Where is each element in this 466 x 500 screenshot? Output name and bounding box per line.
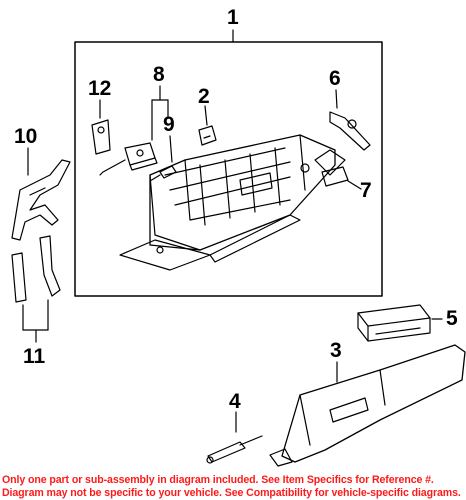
damper-part-6 bbox=[329, 111, 371, 151]
callout-5: 5 bbox=[446, 307, 458, 330]
disclaimer-line-2: Diagram may not be specific to your vehi… bbox=[2, 487, 461, 499]
callout-9: 9 bbox=[163, 113, 175, 136]
switch-part-8 bbox=[99, 142, 158, 176]
callout-1: 1 bbox=[227, 6, 239, 29]
bulb-part-9 bbox=[149, 165, 177, 182]
latch-part-2 bbox=[198, 125, 217, 146]
door-part-3 bbox=[269, 344, 466, 467]
assembly-frame bbox=[74, 41, 383, 297]
clip-part-12 bbox=[91, 119, 111, 155]
callout-6: 6 bbox=[329, 67, 341, 90]
bumper-part-7 bbox=[321, 166, 349, 187]
trim-part-11 bbox=[11, 235, 61, 303]
glove-box-bin bbox=[119, 134, 346, 271]
leader-7 bbox=[347, 180, 362, 190]
callout-7: 7 bbox=[360, 179, 372, 202]
disclaimer-line-1: Only one part or sub-assembly in diagram… bbox=[2, 474, 434, 486]
disclaimer-footer: Only one part or sub-assembly in diagram… bbox=[0, 473, 466, 500]
bracket-part-10 bbox=[11, 159, 71, 241]
callout-12: 12 bbox=[88, 77, 112, 100]
callout-8: 8 bbox=[153, 63, 165, 86]
leader-2 bbox=[204, 105, 208, 126]
callout-3: 3 bbox=[330, 339, 342, 362]
strut-part-4 bbox=[206, 435, 263, 464]
leader-9 bbox=[169, 135, 173, 163]
parts-diagram bbox=[11, 29, 466, 467]
callout-10: 10 bbox=[14, 125, 38, 148]
module-part-5 bbox=[357, 304, 431, 342]
leader-6 bbox=[335, 89, 338, 109]
callout-4: 4 bbox=[229, 390, 241, 413]
callout-2: 2 bbox=[198, 85, 210, 108]
callout-11: 11 bbox=[23, 345, 46, 368]
